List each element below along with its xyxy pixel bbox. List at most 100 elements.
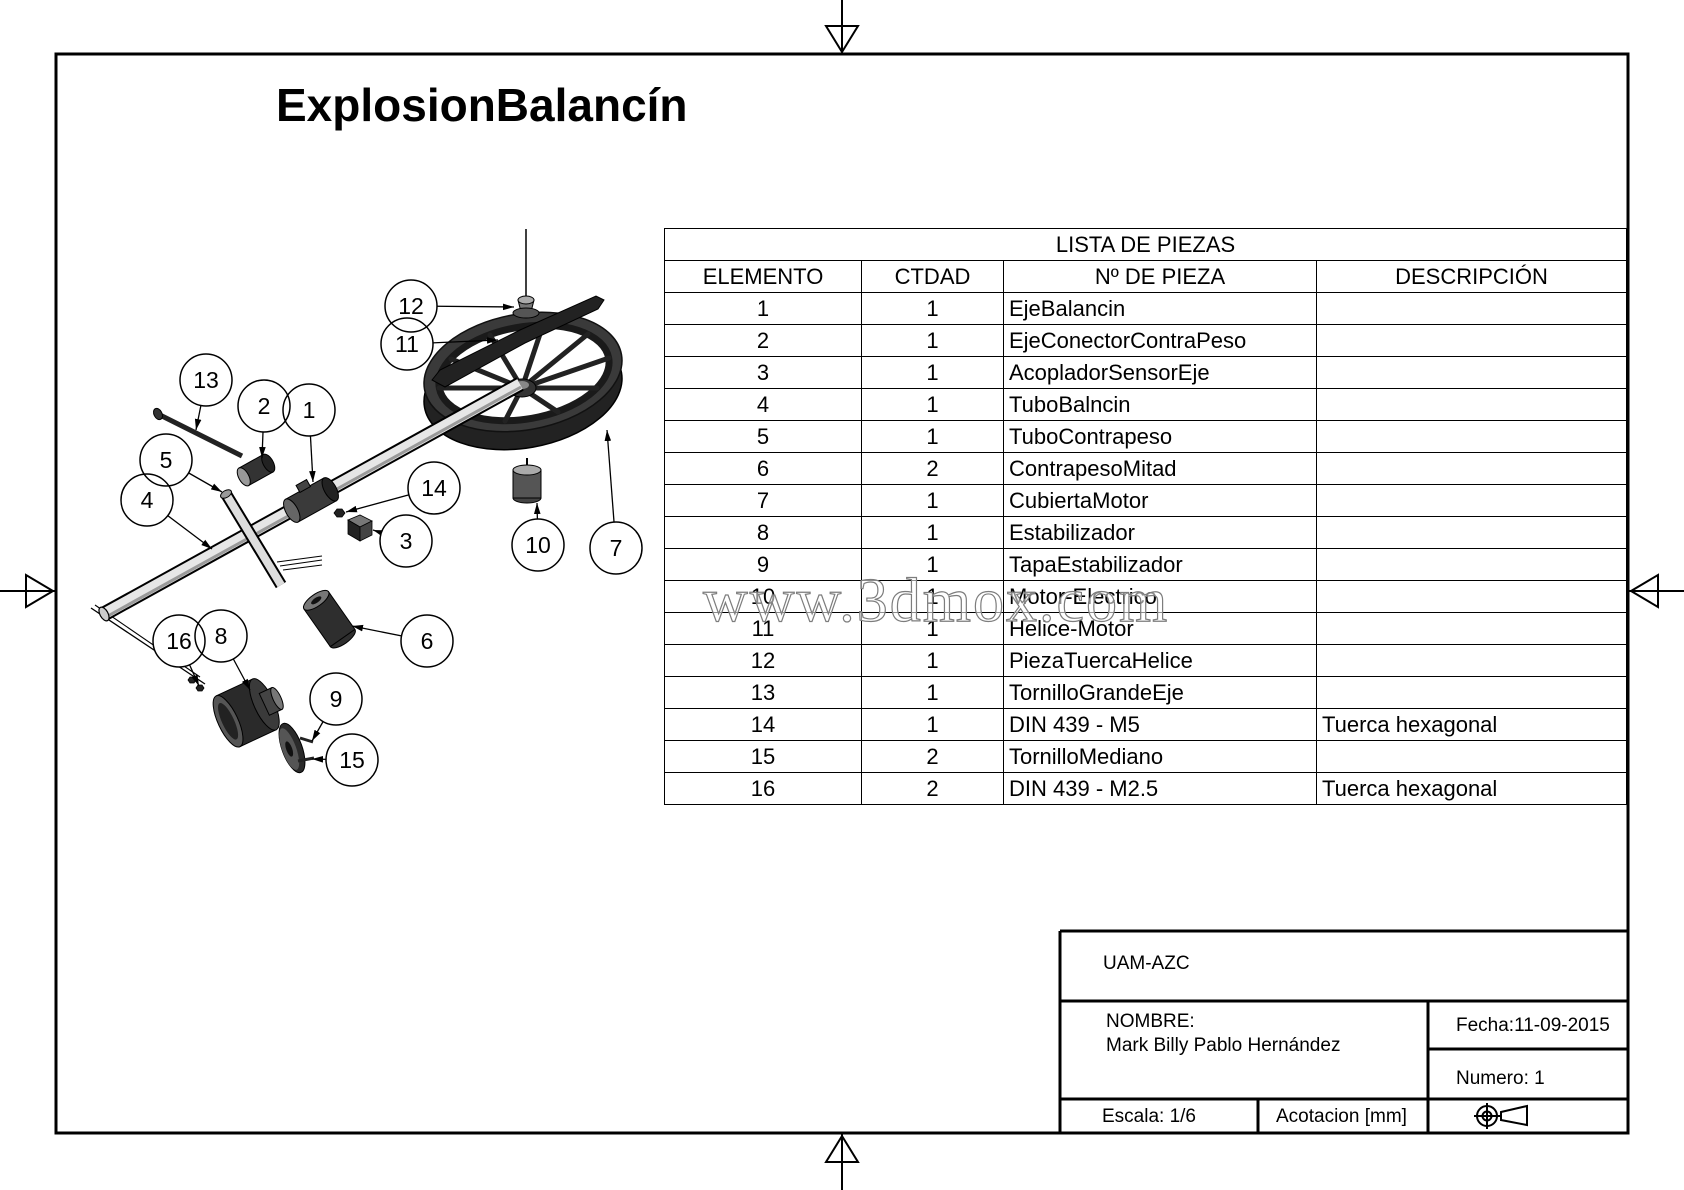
header-elemento: ELEMENTO	[664, 260, 862, 293]
balloon-16: 16	[152, 614, 206, 668]
cell-ctdad: 1	[861, 516, 1004, 549]
part-motor-electrico	[512, 458, 542, 504]
cell-ctdad: 1	[861, 324, 1004, 357]
header-descripcion: DESCRIPCIÓN	[1315, 260, 1628, 293]
cell-pieza: Motor-Electrico	[1003, 580, 1317, 613]
cell-elemento: 5	[664, 420, 862, 453]
cell-pieza: TornilloMediano	[1003, 740, 1317, 773]
author-label: NOMBRE:	[1106, 1011, 1195, 1032]
cell-elemento: 11	[664, 612, 862, 645]
dimension-units: Acotacion [mm]	[1276, 1106, 1407, 1127]
balloon-3: 3	[379, 514, 433, 568]
cell-descripcion	[1315, 612, 1628, 645]
cell-pieza: Helice-Motor	[1003, 612, 1317, 645]
parts-list-title-row: LISTA DE PIEZAS	[663, 228, 1628, 261]
balloon-4: 4	[120, 473, 174, 527]
balloon-8: 8	[194, 609, 248, 663]
cell-ctdad: 1	[861, 580, 1004, 613]
balloon-6: 6	[400, 614, 454, 668]
balloon-label: 1	[303, 397, 316, 423]
cell-ctdad: 2	[861, 772, 1004, 805]
cell-ctdad: 1	[861, 292, 1004, 325]
balloon-backgrounds	[121, 280, 642, 786]
part-tornillo-grande-eje	[153, 407, 244, 459]
cell-elemento: 9	[664, 548, 862, 581]
cell-descripcion	[1315, 676, 1628, 709]
balloon-label: 15	[339, 747, 365, 773]
balloon-label: 12	[398, 293, 424, 319]
cell-ctdad: 1	[861, 708, 1004, 741]
cell-ctdad: 1	[861, 356, 1004, 389]
balloon-label: 4	[141, 487, 154, 513]
sheet-number: Numero: 1	[1456, 1068, 1545, 1089]
cell-elemento: 14	[664, 708, 862, 741]
cell-elemento: 15	[664, 740, 862, 773]
cell-pieza: TornilloGrandeEje	[1003, 676, 1317, 709]
cell-pieza: AcopladorSensorEje	[1003, 356, 1317, 389]
cell-elemento: 10	[664, 580, 862, 613]
balloon-9: 9	[309, 672, 363, 726]
header-pieza: Nº DE PIEZA	[1003, 260, 1317, 293]
cell-descripcion	[1315, 580, 1628, 613]
cell-descripcion	[1315, 548, 1628, 581]
cell-elemento: 4	[664, 388, 862, 421]
cell-ctdad: 2	[861, 452, 1004, 485]
balloon-1: 1	[282, 383, 336, 437]
balloon-15: 15	[325, 733, 379, 787]
title-block: UAM-AZC NOMBRE: Mark Billy Pablo Hernánd…	[1058, 929, 1628, 1133]
top-center-mark	[824, 0, 860, 54]
cell-descripcion	[1315, 356, 1628, 389]
cell-pieza: CubiertaMotor	[1003, 484, 1317, 517]
parts-list-header-row: ELEMENTO CTDAD Nº DE PIEZA DESCRIPCIÓN	[664, 260, 1628, 293]
cell-pieza: TuboBalncin	[1003, 388, 1317, 421]
cell-pieza: Estabilizador	[1003, 516, 1317, 549]
cell-descripcion	[1315, 484, 1628, 517]
cell-pieza: DIN 439 - M2.5	[1003, 772, 1317, 805]
cell-descripcion	[1315, 644, 1628, 677]
balloon-label: 10	[525, 532, 551, 558]
balloon-label: 6	[421, 628, 434, 654]
cell-ctdad: 1	[861, 420, 1004, 453]
balloon-label: 9	[330, 686, 343, 712]
balloon-label: 13	[193, 367, 219, 393]
cell-pieza: EjeConectorContraPeso	[1003, 324, 1317, 357]
cell-elemento: 2	[664, 324, 862, 357]
balloon-label: 3	[400, 528, 413, 554]
balloon-2: 2	[237, 379, 291, 433]
first-angle-projection-icon	[1474, 1103, 1528, 1129]
cell-pieza: TuboContrapeso	[1003, 420, 1317, 453]
cell-descripcion	[1315, 324, 1628, 357]
cell-pieza: EjeBalancin	[1003, 292, 1317, 325]
cell-elemento: 6	[664, 452, 862, 485]
cell-ctdad: 1	[861, 484, 1004, 517]
part-tubo-contrapeso	[220, 489, 287, 589]
cell-ctdad: 1	[861, 612, 1004, 645]
cell-descripcion	[1315, 292, 1628, 325]
balloon-label: 5	[160, 447, 173, 473]
drawing-date: Fecha:11-09-2015	[1456, 1015, 1610, 1036]
cell-descripcion: Tuerca hexagonal	[1315, 772, 1628, 805]
balloon-11: 11	[380, 317, 434, 371]
parts-list-table: LISTA DE PIEZAS ELEMENTO CTDAD Nº DE PIE…	[663, 228, 1628, 805]
cell-elemento: 8	[664, 516, 862, 549]
parts-list-title: LISTA DE PIEZAS	[663, 228, 1628, 261]
balloon-13: 13	[179, 353, 233, 407]
cell-elemento: 13	[664, 676, 862, 709]
part-helice-motor	[431, 295, 605, 388]
cell-ctdad: 1	[861, 676, 1004, 709]
part-pieza-tuerca-helice	[512, 295, 540, 319]
bottom-center-mark	[824, 1133, 860, 1190]
